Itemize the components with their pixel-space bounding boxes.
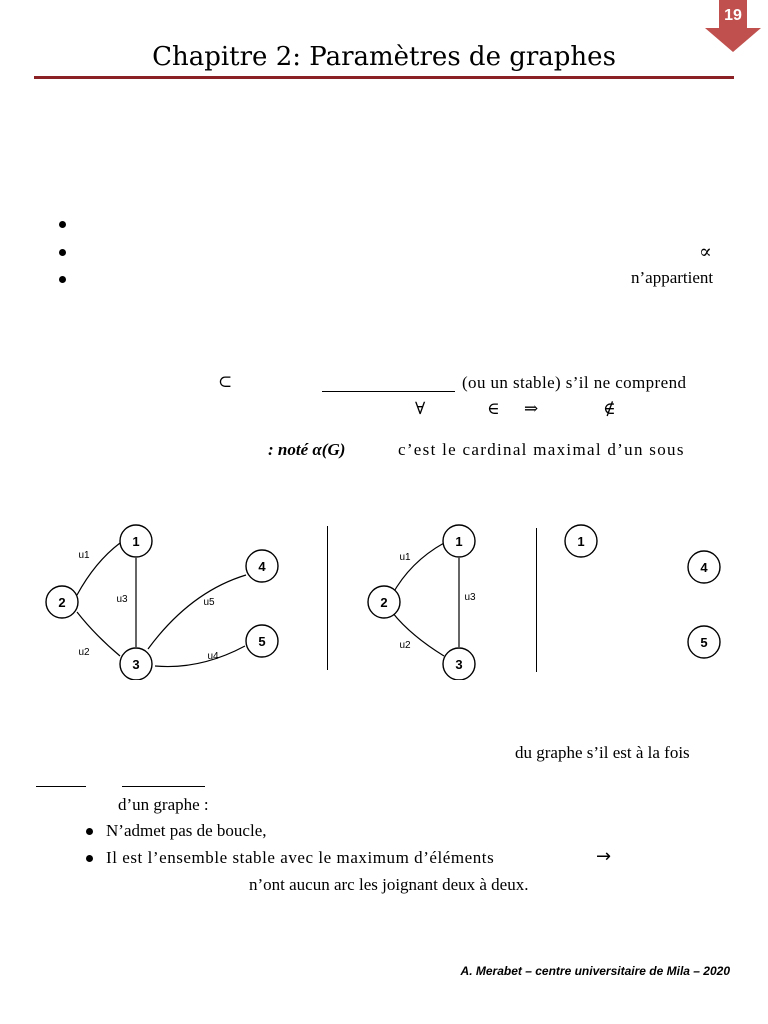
subset-symbol: ⊂ [218, 372, 233, 391]
text-n-ont: n’ont aucun arc les joignant deux à deux… [249, 875, 529, 894]
arrow-icon: → [596, 846, 612, 867]
node-2 [45, 585, 79, 619]
blank-underline-1 [36, 786, 86, 787]
label-node-1: 1 [455, 534, 462, 549]
list-bullet-2 [86, 855, 93, 862]
page-number: 19 [724, 7, 742, 24]
label-node-3: 3 [455, 657, 462, 672]
node-3 [442, 647, 476, 680]
label-edge-u4: u4 [207, 651, 219, 662]
label-node-2: 2 [58, 595, 65, 610]
blank-underline-stable [322, 391, 455, 392]
edge-u2 [391, 611, 445, 657]
bullet-3 [59, 276, 66, 283]
text-du-graphe: du graphe s’il est à la fois [515, 743, 690, 762]
node-4 [245, 549, 279, 583]
bullet-2 [59, 249, 66, 256]
label-node-3: 3 [132, 657, 139, 672]
edge-u4 [154, 645, 246, 668]
node-1 [119, 524, 153, 558]
notin-symbol: ∉ [603, 399, 616, 418]
label-edge-u3: u3 [464, 592, 476, 603]
label-node-4: 4 [700, 560, 708, 575]
label-edge-u3: u3 [116, 594, 128, 605]
label-edge-u1: u1 [399, 552, 411, 563]
text-ou-stable: (ou un stable) s’il ne comprend [462, 373, 687, 392]
propto-symbol: ∝ [699, 242, 712, 263]
label-edge-u2: u2 [78, 647, 90, 658]
edge-u5 [147, 574, 247, 650]
list-bullet-1 [86, 828, 93, 835]
text-cardinal: c’est le cardinal maximal d’un sous [398, 440, 685, 459]
node-4 [687, 550, 721, 584]
bullet-1 [59, 221, 66, 228]
text-n-appartient: n’appartient [631, 268, 714, 287]
edge-u1 [76, 542, 121, 596]
list-item-2: Il est l’ensemble stable avec le maximum… [106, 848, 495, 867]
node-5 [245, 624, 279, 658]
graph-stable: 1 4 5 [564, 524, 721, 659]
label-node-1: 1 [132, 534, 139, 549]
graph-full: 1 2 3 4 5 u1 u2 u3 u4 u5 [45, 524, 279, 680]
node-1 [564, 524, 598, 558]
list-item-1: N’admet pas de boucle, [106, 821, 267, 840]
node-1 [442, 524, 476, 558]
page-footer: A. Merabet – centre universitaire de Mil… [460, 964, 730, 978]
node-2 [367, 585, 401, 619]
in-symbol: ∈ [487, 399, 500, 418]
page-number-badge [705, 0, 761, 52]
label-edge-u2: u2 [399, 640, 411, 651]
text-d-un-graphe: d’un graphe : [118, 795, 209, 814]
node-5 [687, 625, 721, 659]
label-node-5: 5 [258, 634, 265, 649]
label-node-4: 4 [258, 559, 266, 574]
note-alpha: : noté α(G) [268, 440, 346, 459]
blank-underline-2 [122, 786, 205, 787]
label-node-5: 5 [700, 635, 707, 650]
label-edge-u1: u1 [78, 550, 90, 561]
title-rule [34, 76, 734, 79]
page-title: Chapitre 2: Paramètres de graphes [152, 42, 616, 72]
implies-symbol: ⇒ [524, 399, 539, 418]
graph-subgraph: 1 2 3 u1 u2 u3 [367, 524, 476, 680]
forall-symbol: ∀ [415, 399, 426, 418]
figure-separator-2 [536, 528, 537, 672]
node-3 [119, 647, 153, 680]
label-edge-u5: u5 [203, 597, 215, 608]
figure-separator-1 [327, 526, 328, 670]
edge-u2 [76, 611, 121, 657]
label-node-1: 1 [577, 534, 584, 549]
edge-u1 [391, 542, 445, 596]
label-node-2: 2 [380, 595, 387, 610]
